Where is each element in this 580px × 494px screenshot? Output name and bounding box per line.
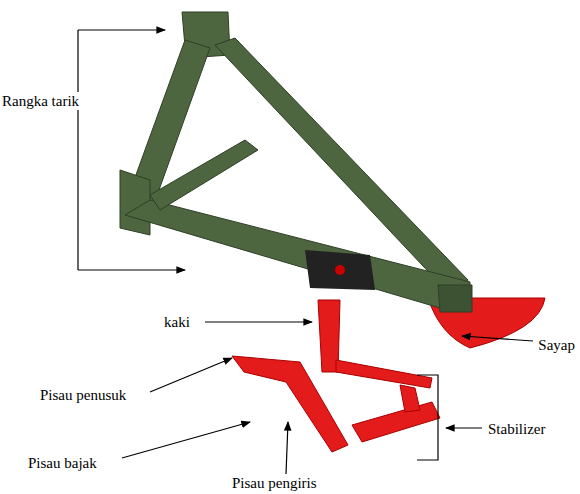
beam-end bbox=[438, 285, 472, 312]
part-label: kaki bbox=[162, 313, 192, 331]
stabilizer-foot bbox=[352, 402, 440, 442]
leader-line bbox=[462, 336, 533, 341]
leader-line bbox=[446, 427, 482, 428]
part-label: Pisau bajak bbox=[26, 454, 99, 472]
stabilizer-post bbox=[400, 385, 420, 412]
part-label: Pisau pengiris bbox=[230, 474, 319, 492]
part-label: Stabilizer bbox=[486, 420, 547, 438]
red-parts bbox=[232, 300, 440, 452]
part-label: Rangka tarik bbox=[0, 92, 81, 110]
bracket-line bbox=[417, 375, 438, 460]
part-label: Pisau penusuk bbox=[38, 386, 128, 404]
leader-line bbox=[78, 269, 185, 270]
leader-line bbox=[122, 422, 250, 458]
leaders bbox=[78, 30, 533, 474]
leader-line bbox=[150, 358, 232, 392]
base-beam bbox=[125, 200, 470, 310]
frame bbox=[120, 12, 472, 312]
stabilizer-bar bbox=[336, 360, 432, 388]
leader-line bbox=[205, 321, 312, 322]
right-arm bbox=[215, 38, 468, 300]
share bbox=[232, 356, 348, 452]
bracket-line bbox=[77, 30, 78, 270]
clamp-bolt bbox=[335, 265, 345, 275]
leader-line bbox=[286, 422, 288, 474]
cross-bar bbox=[150, 140, 258, 210]
clamp-plate bbox=[305, 250, 375, 290]
part-label: Sayap bbox=[536, 336, 577, 354]
leader-line bbox=[78, 29, 165, 30]
